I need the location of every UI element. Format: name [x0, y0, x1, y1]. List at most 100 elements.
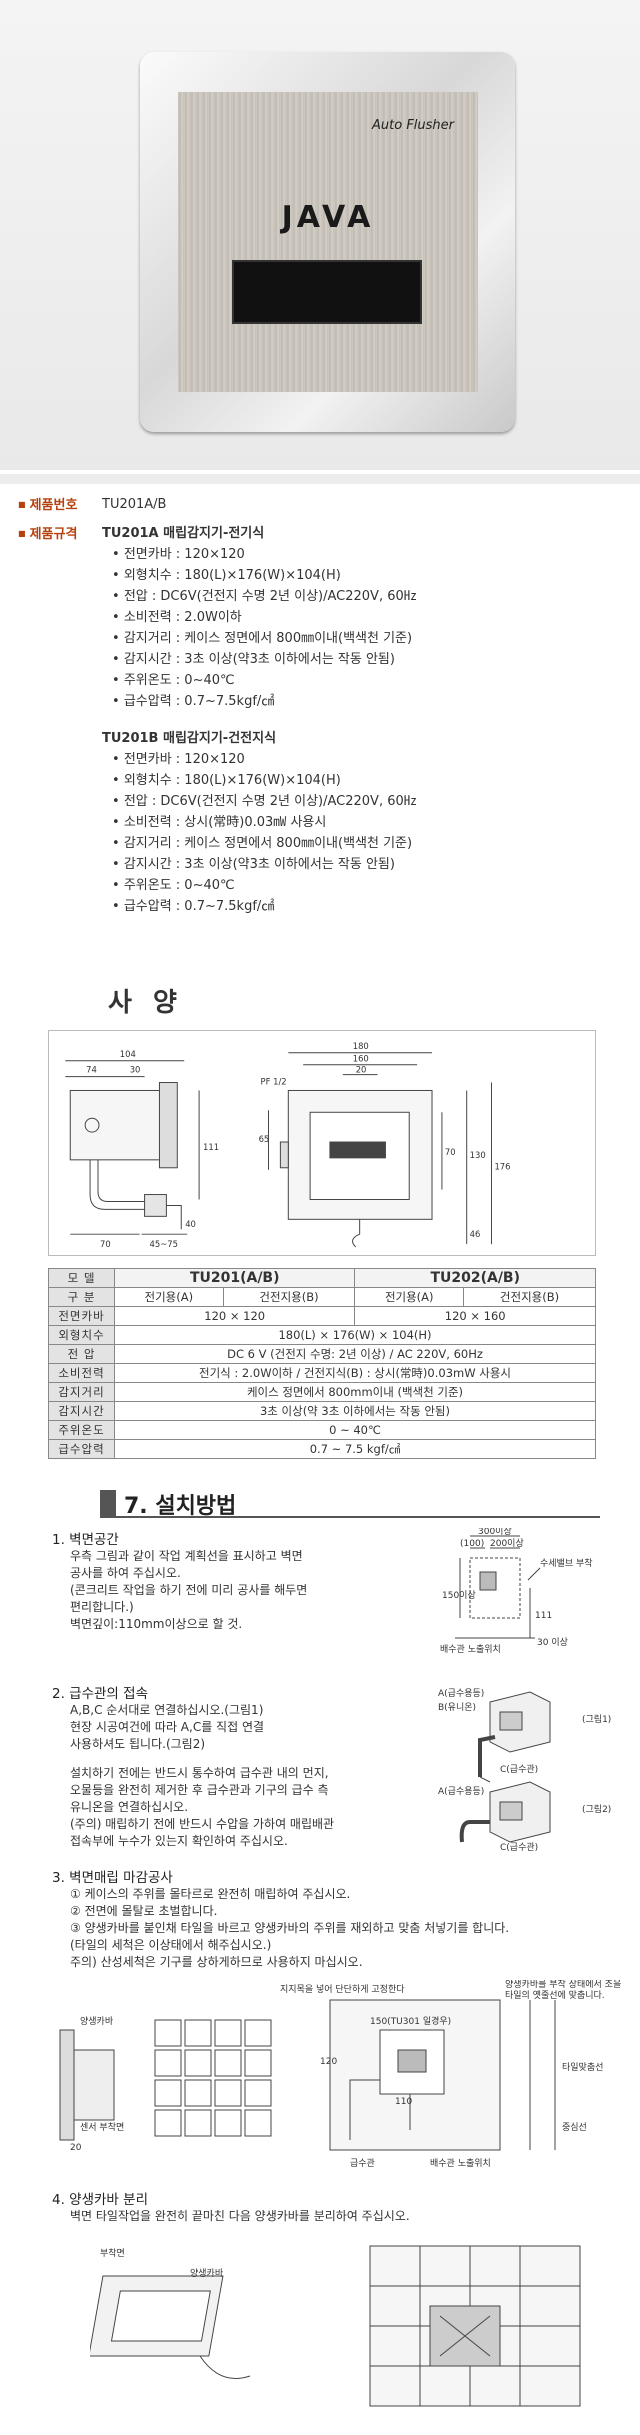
install-title: 7. 설치방법: [100, 1488, 600, 1519]
front-plate: Auto Flusher JAVA: [140, 52, 515, 432]
step2-line: 사용하셔도 됩니다.(그림2): [70, 1737, 206, 1751]
spec-a-item: 외형치수 : 180(L)×176(W)×104(H): [112, 565, 341, 586]
cell: 건전지용(B): [222, 1287, 356, 1307]
step3-line: 주의) 산성세척은 기구를 상하게하므로 사용하지 마십시오.: [70, 1955, 363, 1969]
fig4-cover: 양생카바: [190, 2268, 224, 2279]
dim-104: 104: [120, 1049, 136, 1059]
step1-line: 공사를 하여 주십시오.: [70, 1566, 181, 1580]
title-bar: [100, 1490, 116, 1516]
brushed-face: Auto Flusher JAVA: [178, 92, 478, 392]
cell: 120 × 120: [113, 1306, 356, 1326]
dim-160: 160: [353, 1054, 369, 1064]
dim-130: 130: [470, 1150, 486, 1160]
spec-heading: 사 양: [108, 988, 183, 1018]
step4-title: 4. 양생카바 분리: [52, 2192, 148, 2208]
step3-line: ② 전면에 몰탈로 초벌합니다.: [70, 1904, 218, 1918]
fig3-sensor: 센서 부착면: [80, 2122, 124, 2133]
dim-45-75: 45~75: [150, 1239, 178, 1249]
step3-line: ③ 양생카바를 붙인채 타일을 바르고 양생카바의 주위를 재외하고 맞춤 처넣…: [70, 1921, 510, 1935]
fig3-right-note: 양생카바를 부착 상태에서 조을 타일의 옛줄선에 맞춥니다.: [505, 1980, 622, 2001]
fig3-cover: 양생카바: [80, 2016, 114, 2027]
step2-line: [70, 1753, 430, 1765]
spec-b-item: 전면카바 : 120×120: [112, 749, 245, 770]
fig3-20: 20: [70, 2143, 82, 2153]
fig2-b1: B(유니온): [438, 1702, 476, 1713]
fig1-111: 111: [535, 1611, 552, 1621]
step4-line: 벽면 타일작업을 완전히 끝마친 다음 양생카바를 분리하여 주십시오.: [70, 2209, 410, 2223]
fig1-valve: 수세밸브 부착: [540, 1558, 593, 1569]
model-value: TU201A/B: [102, 497, 167, 512]
model-label: 제품번호: [18, 494, 78, 516]
fig2-c1: C(급수관): [500, 1764, 538, 1775]
spec-b-item: 감지거리 : 케이스 정면에서 800㎜이내(백색천 기준): [112, 833, 412, 854]
th-model: 모 델: [48, 1268, 115, 1288]
dim-65: 65: [259, 1134, 270, 1144]
fig4-attach: 부착면: [100, 2248, 125, 2259]
fig1-150: 150이상: [442, 1590, 476, 1601]
fig2-fig2: (그림2): [582, 1803, 611, 1815]
sensor-window: [232, 260, 422, 324]
fig3-tile-note: 지지목을 넣어 단단하게 고정한다: [280, 1984, 405, 1995]
step1-line: 벽면깊이:110mm이상으로 할 것.: [70, 1617, 243, 1631]
install-title-text: 7. 설치방법: [124, 1494, 237, 1519]
cell: DC 6 V (건전지 수명: 2년 이상) / AC 220V, 60Hz: [114, 1344, 596, 1364]
spec-b-item: 주위온도 : 0~40℃: [112, 875, 235, 896]
cell: 0 ~ 40℃: [114, 1420, 596, 1440]
dim-pf: PF 1/2: [261, 1077, 287, 1087]
dim-20: 20: [356, 1065, 367, 1075]
brand-logo: JAVA: [281, 200, 375, 235]
fig3-supply: 급수관: [350, 2158, 375, 2169]
dim-176: 176: [494, 1162, 510, 1172]
fig3-drain: 배수관 노출위치: [430, 2157, 491, 2169]
pipe-connection-figure: A(급수용등) B(유니온) C(급수관) (그림1) A(급수용등) C(급수…: [438, 1688, 611, 1852]
fig2-a1: A(급수용등): [438, 1688, 484, 1699]
step2-line: 설치하기 전에는 반드시 통수하여 급수관 내의 먼지,: [70, 1766, 329, 1780]
fig1-100: (100): [460, 1539, 484, 1549]
th-kind: 구 분: [48, 1287, 115, 1307]
spec-a-item: 주위온도 : 0~40℃: [112, 670, 235, 691]
fig1-pipe: 배수관 노출위치: [440, 1643, 501, 1655]
fig1-300: 300이상: [478, 1528, 512, 1537]
cell: 180(L) × 176(W) × 104(H): [114, 1325, 596, 1345]
cell: 케이스 정면에서 800mm이내 (백색천 기준): [114, 1382, 596, 1402]
step3-title: 3. 벽면매립 마감공사: [52, 1870, 173, 1886]
th-power: 소비전력: [48, 1363, 115, 1383]
spec-a-title: TU201A 매립감지기-전기식: [102, 526, 265, 541]
th-volt: 전 압: [48, 1344, 115, 1364]
spec-b-item: 전압 : DC6V(건전지 수명 2년 이상)/AC220V, 60㎐: [112, 791, 417, 812]
step2-title: 2. 급수관의 접속: [52, 1686, 148, 1702]
step2-line: 오물등을 완전히 제거한 후 급수관과 기구의 급수 측: [70, 1783, 329, 1797]
dim-180: 180: [353, 1041, 369, 1051]
th-size: 외형치수: [48, 1325, 115, 1345]
dim-40: 40: [185, 1219, 196, 1229]
cover-removal-figure: 부착면 양생카바: [90, 2245, 581, 2407]
step1-title: 1. 벽면공간: [52, 1532, 119, 1548]
dimension-drawing: 104 74 30 111 40 70 45~75 180 160 20 PF …: [48, 1030, 596, 1256]
spec-a-item: 감지시간 : 3초 이상(약3초 이하에서는 작동 안됨): [112, 649, 395, 670]
dim-111: 111: [203, 1142, 219, 1152]
step2-line: 현장 시공여건에 따라 A,C를 직접 연결: [70, 1720, 265, 1734]
fig1-200: 200이상: [490, 1538, 524, 1549]
spec-a-item: 전면카바 : 120×120: [112, 544, 245, 565]
spec-b-title: TU201B 매립감지기-건전지식: [102, 731, 277, 746]
wall-space-figure: 300이상 (100) 200이상 150이상 수세밸브 부착 111 30 이…: [440, 1528, 593, 1655]
spec-b-item: 소비전력 : 상시(常時)0.03㎽ 사용시: [112, 812, 327, 833]
fig2-a2: A(급수용등): [438, 1786, 484, 1797]
th-temp: 주위온도: [48, 1420, 115, 1440]
step2-line: (주의) 매립하기 전에 반드시 수압을 가하여 매립배관: [70, 1817, 335, 1831]
step1-line: (콘크리트 작업을 하기 전에 미리 공사를 해두면: [70, 1583, 308, 1597]
spec-a-item: 소비전력 : 2.0W이하: [112, 607, 242, 628]
fig3-150: 150(TU301 일경우): [370, 2015, 451, 2027]
th-m1: TU201(A/B): [113, 1268, 356, 1288]
cell: 건전지용(B): [463, 1287, 596, 1307]
dim-30: 30: [130, 1065, 141, 1075]
step2-line: 접속부에 누수가 있는지 확인하여 주십시오.: [70, 1834, 288, 1848]
spec-a-item: 감지거리 : 케이스 정면에서 800㎜이내(백색천 기준): [112, 628, 412, 649]
product-tag: Auto Flusher: [372, 118, 454, 133]
fig3-center: 중심선: [562, 2122, 587, 2133]
th-dist: 감지거리: [48, 1382, 115, 1402]
spec-a-item: 전압 : DC6V(건전지 수명 2년 이상)/AC220V, 60㎐: [112, 586, 417, 607]
th-cover: 전면카바: [48, 1306, 115, 1326]
cell: 3초 이상(약 3초 이하에서는 작동 안됨): [114, 1401, 596, 1421]
